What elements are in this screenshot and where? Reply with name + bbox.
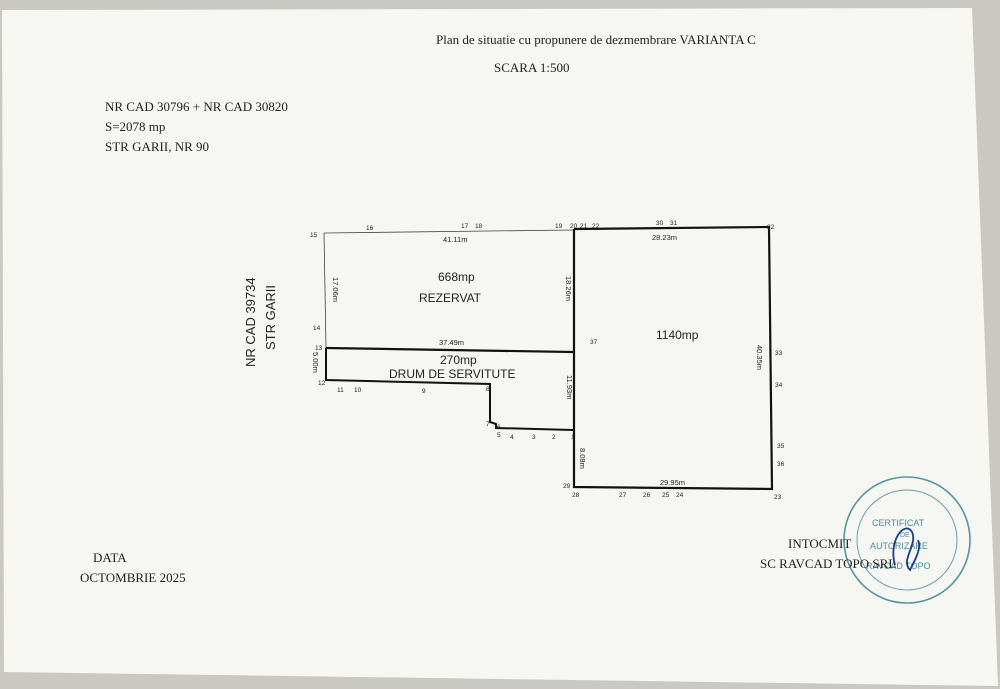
point-32: 32 xyxy=(767,224,775,231)
total-area: S=2078 mp xyxy=(105,119,166,134)
point-20: 20 xyxy=(570,223,578,230)
point-13: 13 xyxy=(315,345,323,352)
plan-title: Plan de situatie cu propunere de dezmemb… xyxy=(436,32,756,47)
point-14: 14 xyxy=(313,325,321,332)
date-value: OCTOMBRIE 2025 xyxy=(80,570,186,585)
dim-mid-a: 37.49m xyxy=(439,338,464,347)
point-11: 11 xyxy=(337,387,344,394)
point-36: 36 xyxy=(777,461,785,468)
boundary-road xyxy=(325,348,574,431)
cadastral-number: NR CAD 30796 + NR CAD 30820 xyxy=(105,99,288,114)
point-9: 9 xyxy=(422,388,426,395)
stamp-line-4: RAVCAD TOPO xyxy=(866,561,931,571)
dim-bottom-c: 29.95m xyxy=(660,478,685,487)
signature-mark xyxy=(892,527,921,572)
paper-background xyxy=(2,8,998,686)
point-12: 12 xyxy=(318,380,326,387)
point-25: 25 xyxy=(662,492,670,499)
point-26: 26 xyxy=(643,492,651,499)
boundary-lot-c xyxy=(572,225,774,491)
boundary-mid xyxy=(325,346,574,354)
point-3: 3 xyxy=(532,434,536,441)
point-8: 8 xyxy=(486,386,490,393)
dim-left-a: 17.06m xyxy=(331,277,340,302)
point-24: 24 xyxy=(676,492,684,499)
point-23: 23 xyxy=(774,494,782,501)
stamp-line-2: DE xyxy=(900,532,910,539)
lot-a-name: REZERVAT xyxy=(419,291,482,305)
point-6: 6 xyxy=(497,424,501,431)
point-16: 16 xyxy=(366,225,374,232)
stamp-line-1: CERTIFICAT xyxy=(872,518,925,528)
point-31: 31 xyxy=(670,220,678,227)
point-35: 35 xyxy=(777,443,785,450)
point-5: 5 xyxy=(497,432,501,439)
point-30: 30 xyxy=(656,220,664,227)
point-10: 10 xyxy=(354,387,362,394)
boundary-top-a xyxy=(323,229,575,234)
point-22: 22 xyxy=(592,223,600,230)
point-7: 7 xyxy=(486,421,490,428)
point-34: 34 xyxy=(775,382,783,389)
lot-b-area: 270mp xyxy=(440,353,477,367)
dim-right-a: 18.26m xyxy=(564,276,573,301)
point-19: 19 xyxy=(555,223,563,230)
certificate-stamp: CERTIFICAT DE AUTORIZARE RAVCAD TOPO xyxy=(843,476,971,604)
point-18: 18 xyxy=(475,223,483,230)
boundary-left-a xyxy=(323,232,327,349)
point-28: 28 xyxy=(572,492,580,499)
dim-top-c: 28.23m xyxy=(652,233,677,242)
dim-right-c: 40.35m xyxy=(755,345,764,370)
dim-left-c-low: 8.08m xyxy=(578,448,587,469)
point-37: 37 xyxy=(590,339,598,346)
point-33: 33 xyxy=(775,350,783,357)
lot-a-area: 668mp xyxy=(438,270,475,284)
company-name: SC RAVCAD TOPO SRL xyxy=(760,556,897,571)
point-21: 21 xyxy=(580,223,588,230)
dim-left-b: 5.00m xyxy=(311,352,320,373)
lot-c-area: 1140mp xyxy=(656,328,699,342)
point-4: 4 xyxy=(510,434,514,441)
point-2: 2 xyxy=(552,434,556,441)
dim-top-a: 41.11m xyxy=(443,235,467,244)
street-side-label: STR GARII xyxy=(263,284,278,350)
point-27: 27 xyxy=(619,492,627,499)
lot-b-name: DRUM DE SERVITUTE xyxy=(389,367,515,381)
dim-right-b: 11.93m xyxy=(565,375,574,399)
point-1: 1 xyxy=(571,434,575,441)
point-17: 17 xyxy=(461,223,469,230)
plan-scale: SCARA 1:500 xyxy=(494,60,570,75)
stamp-line-3: AUTORIZARE xyxy=(870,541,928,551)
street-address: STR GARII, NR 90 xyxy=(105,139,210,154)
point-29: 29 xyxy=(563,483,571,490)
date-label: DATA xyxy=(93,550,127,565)
made-by-label: INTOCMIT xyxy=(788,536,852,551)
point-15: 15 xyxy=(310,232,318,239)
neighbor-cad-label: NR CAD 39734 xyxy=(243,277,258,367)
